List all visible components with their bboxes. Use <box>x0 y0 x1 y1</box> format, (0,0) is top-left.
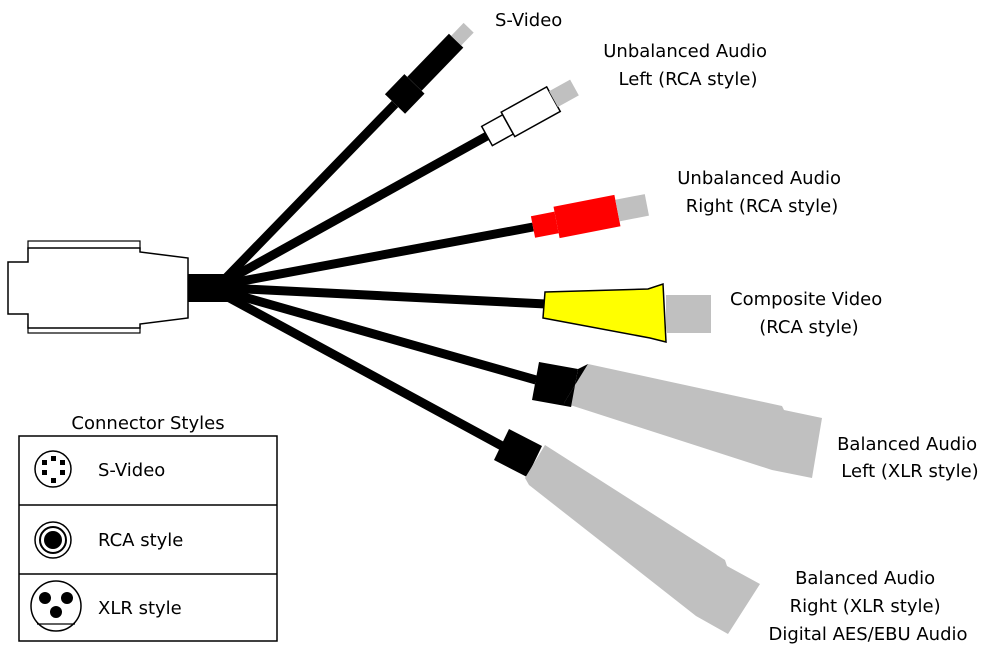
label-balanced-right: Balanced Audio Right (XLR style) Digital… <box>768 568 967 645</box>
cable-s-video <box>222 100 399 282</box>
cable-balanced-right <box>223 292 505 450</box>
legend-item-rca: RCA style <box>98 530 183 551</box>
label-balanced-left: Balanced Audio Left (XLR style) <box>837 434 983 482</box>
main-connector <box>7 240 232 334</box>
plug-s-video <box>384 22 474 114</box>
legend-item-s-video: S-Video <box>98 460 165 481</box>
cables <box>222 100 547 450</box>
plug-audio-left <box>480 79 579 147</box>
connector-styles-legend: Connector Styles S-Video RCA style <box>18 413 278 642</box>
label-s-video: S-Video <box>495 10 562 31</box>
label-audio-left: Unbalanced Audio Left (RCA style) <box>603 41 773 90</box>
legend-item-xlr: XLR style <box>98 598 182 619</box>
cable-audio-right <box>225 222 534 289</box>
xlr-connector-icon <box>30 580 82 632</box>
legend-title: Connector Styles <box>71 413 224 434</box>
cable-composite <box>225 283 547 309</box>
cable-audio-left <box>223 132 490 285</box>
plug-balanced-left <box>532 362 822 478</box>
label-audio-right: Unbalanced Audio Right (RCA style) <box>677 168 847 217</box>
label-composite: Composite Video (RCA style) <box>730 289 888 338</box>
rca-connector-icon <box>34 521 72 559</box>
s-video-connector-icon <box>34 450 72 488</box>
plug-audio-right <box>530 194 649 239</box>
plug-composite <box>542 282 711 343</box>
plug-balanced-right <box>494 429 760 634</box>
cable-balanced-left <box>224 287 538 385</box>
